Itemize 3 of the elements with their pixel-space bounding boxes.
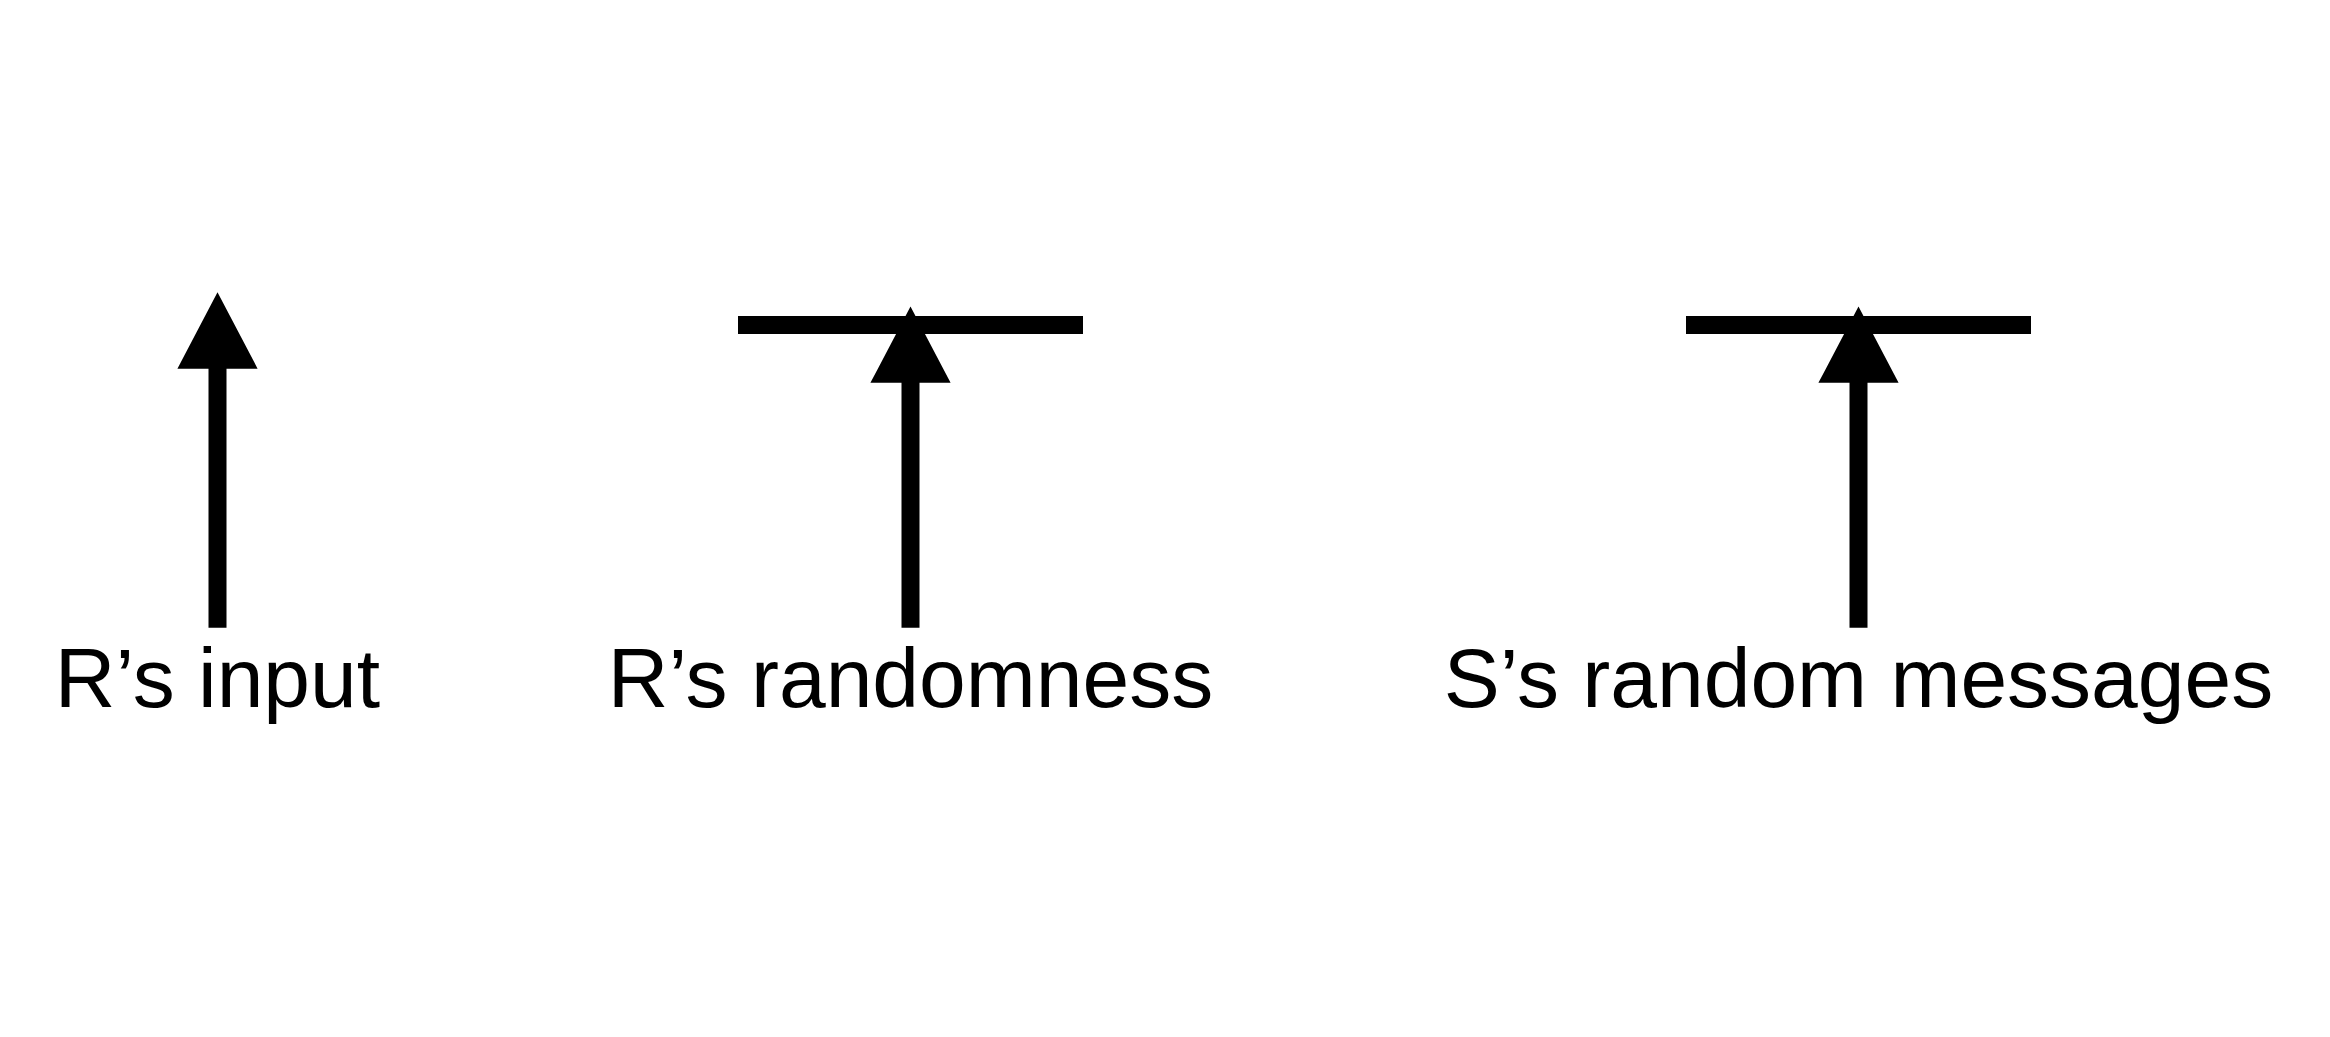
node-text: S’s random messages bbox=[1443, 631, 2273, 726]
node-text: R’s input bbox=[54, 631, 380, 726]
node-text: R’s randomness bbox=[607, 631, 1213, 726]
